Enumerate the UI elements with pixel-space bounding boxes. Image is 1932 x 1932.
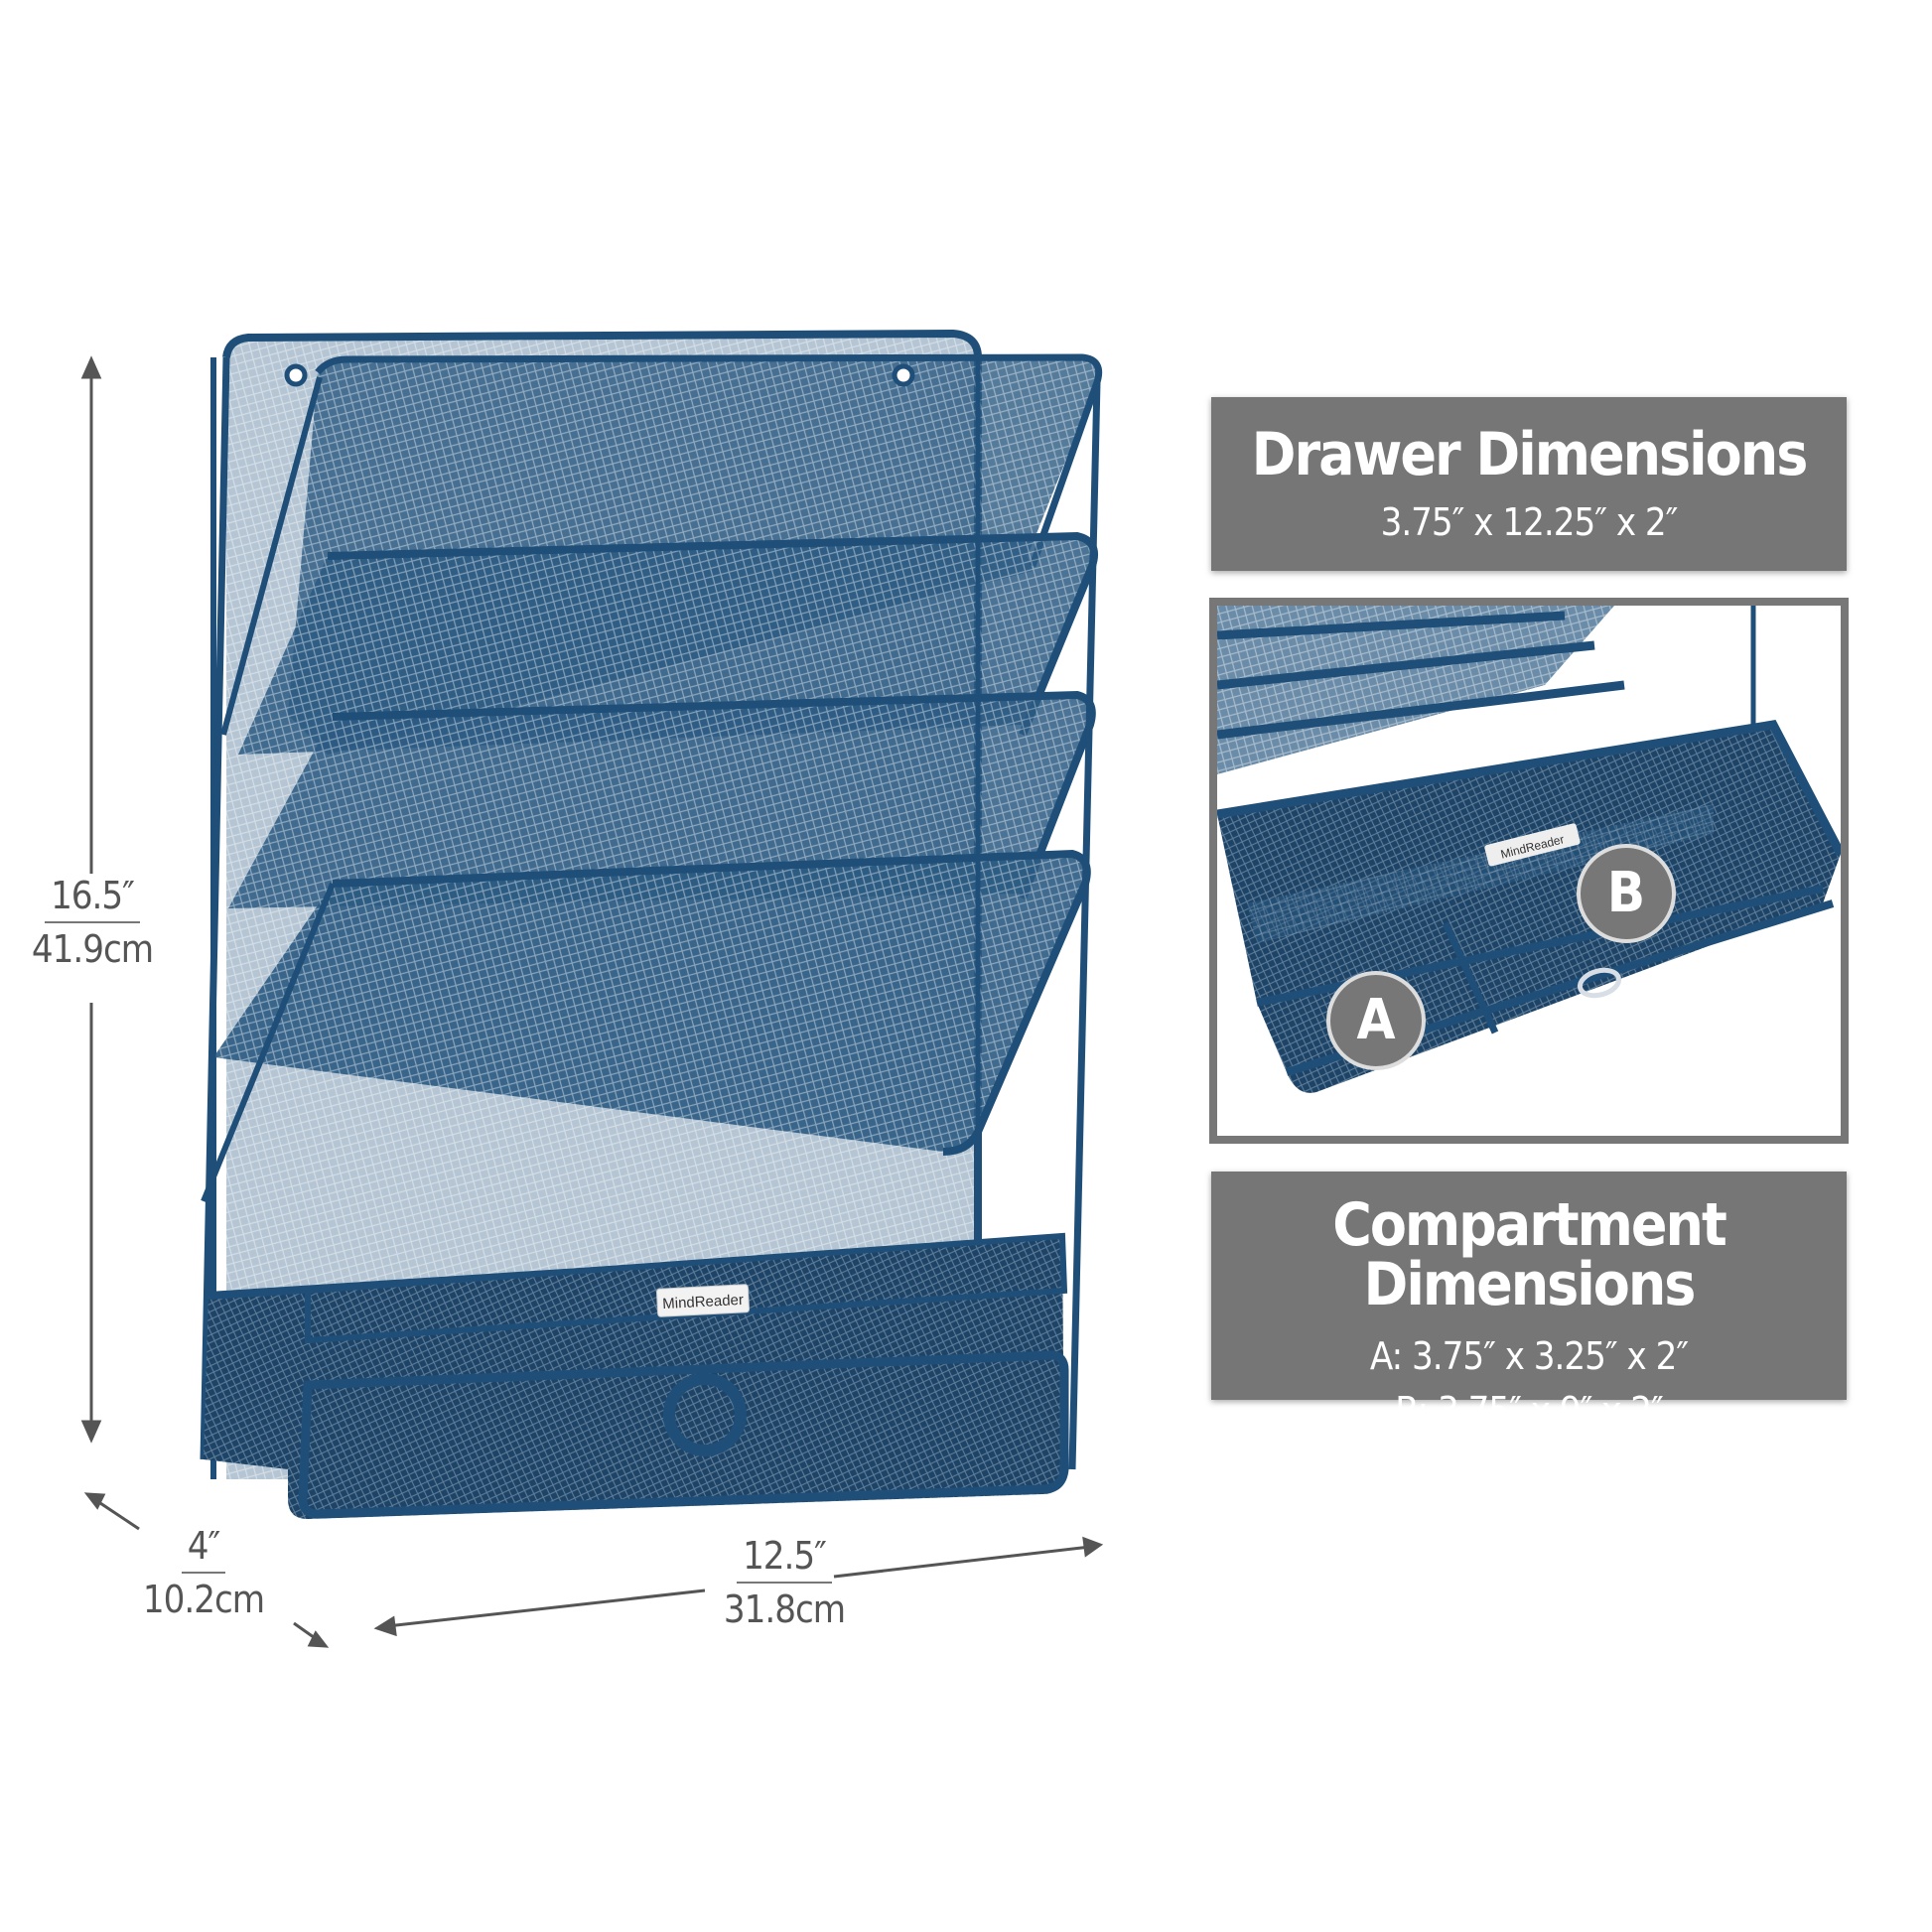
height-inches: 16.5″ — [45, 874, 140, 923]
drawer — [204, 1232, 1069, 1519]
hanging-hole-right — [892, 363, 915, 387]
product-brand-label: MindReader — [662, 1292, 744, 1312]
drawer-detail-illustration: MindReader — [1217, 606, 1841, 1093]
width-dimension-label: 12.5″ 31.8cm — [715, 1534, 854, 1631]
compartment-badge-b: B — [1577, 844, 1676, 943]
width-dimension-line — [373, 1536, 1104, 1637]
drawer-dimensions-panel: Drawer Dimensions 3.75″ x 12.25″ x 2″ — [1211, 397, 1847, 571]
drawer-dimensions-size: 3.75″ x 12.25″ x 2″ — [1380, 500, 1679, 544]
width-cm: 31.8cm — [723, 1587, 846, 1631]
compartment-badge-a: A — [1326, 971, 1426, 1070]
drawer-pull-ring — [663, 1373, 747, 1456]
compartment-b-size: B: 3.75″ x 9″ x 2″ — [1395, 1389, 1664, 1434]
height-cm: 41.9cm — [31, 927, 154, 971]
compartment-dimensions-panel: Compartment Dimensions A: 3.75″ x 3.25″ … — [1211, 1172, 1847, 1433]
drawer-detail-photo: MindReader A B — [1209, 598, 1849, 1144]
compartment-a-size: A: 3.75″ x 3.25″ x 2″ — [1369, 1334, 1689, 1378]
depth-dimension-label: 4″ 10.2cm — [134, 1524, 273, 1621]
depth-inches: 4″ — [181, 1524, 226, 1574]
width-inches: 12.5″ — [737, 1534, 832, 1584]
height-dimension-label: 16.5″ 41.9cm — [28, 874, 157, 971]
compartment-dimensions-title: Compartment Dimensions — [1332, 1190, 1727, 1319]
depth-cm: 10.2cm — [142, 1578, 265, 1621]
hanging-hole-left — [284, 363, 308, 387]
height-dimension-line — [80, 355, 102, 1444]
depth-dimension-line — [83, 1492, 330, 1648]
drawer-dimensions-title: Drawer Dimensions — [1251, 420, 1809, 489]
